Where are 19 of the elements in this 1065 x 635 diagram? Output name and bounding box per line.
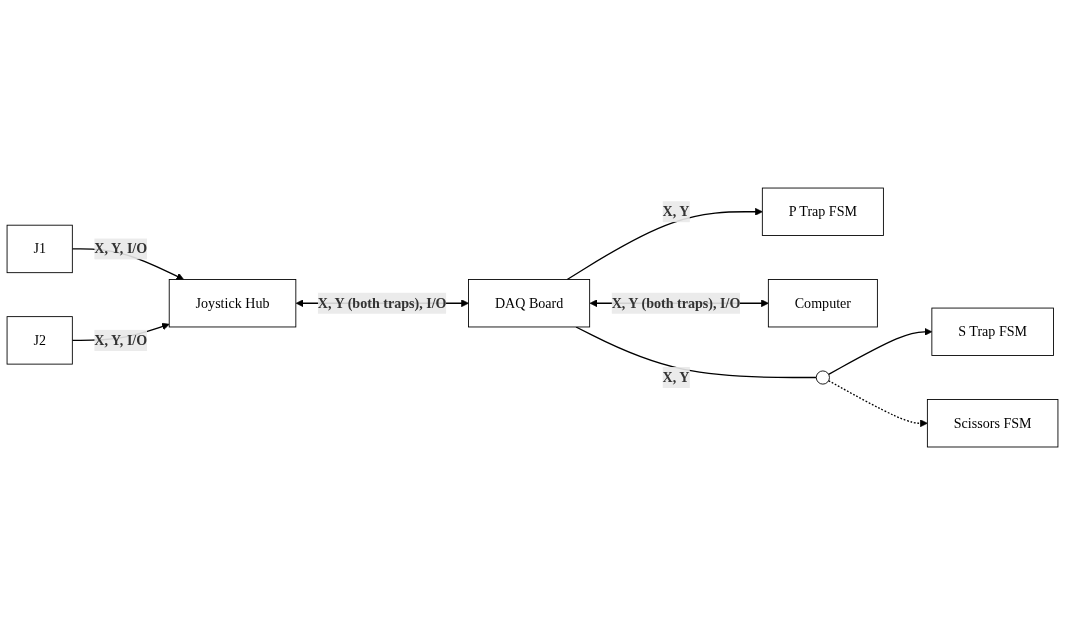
edge-label: X, Y: [662, 203, 690, 219]
arrow: [828, 380, 928, 428]
node-box: J1: [6, 224, 73, 274]
node-box: Scissors FSM: [926, 399, 1059, 448]
arrow: [566, 207, 763, 281]
connector: [575, 326, 817, 379]
node-box: Computer: [767, 279, 878, 328]
node-box: S Trap FSM: [931, 307, 1054, 356]
node-circle: [815, 370, 830, 385]
edge-label: X, Y (both traps), I/O: [611, 295, 741, 311]
arrow: [828, 327, 933, 375]
edge-label: X, Y (both traps), I/O: [317, 295, 447, 311]
edge-label: X, Y: [662, 369, 690, 385]
node-box: P Trap FSM: [761, 187, 884, 236]
node-box: J2: [6, 316, 73, 365]
edge-label: X, Y, I/O: [94, 241, 148, 256]
node-box: Joystick Hub: [168, 279, 297, 328]
node-box: DAQ Board: [468, 279, 591, 328]
edge-label: X, Y, I/O: [94, 332, 148, 348]
